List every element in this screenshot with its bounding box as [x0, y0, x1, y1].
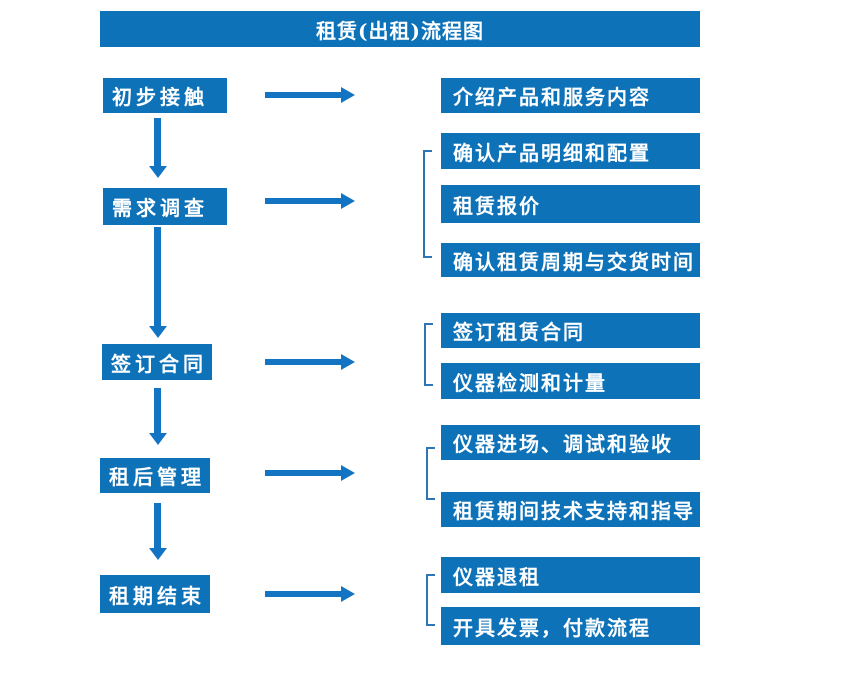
step-sign-contract: 签订合同	[102, 344, 212, 380]
arrow-right-5-icon	[265, 591, 341, 597]
arrow-down-2-icon	[154, 227, 161, 326]
step-post-rental-management: 租后管理	[100, 458, 210, 493]
arrow-right-1-icon	[265, 92, 341, 98]
bracket-group-sign-contract-icon	[424, 323, 433, 386]
step-initial-contact: 初步接触	[103, 78, 227, 113]
detail-sign-rental-contract: 签订租赁合同	[441, 313, 700, 348]
arrow-down-4-icon	[154, 503, 161, 548]
bracket-group-lease-end-icon	[426, 574, 435, 626]
flowchart-title-bar: 租赁(出租)流程图	[100, 11, 700, 47]
arrow-right-3-icon	[265, 359, 341, 365]
detail-introduce-product-services: 介绍产品和服务内容	[441, 78, 700, 113]
arrow-down-1-icon	[154, 118, 161, 166]
arrow-down-3-icon	[154, 388, 161, 433]
detail-instrument-return: 仪器退租	[441, 557, 700, 593]
step-lease-end: 租期结束	[100, 575, 210, 613]
detail-instrument-testing-metrology: 仪器检测和计量	[441, 363, 700, 399]
detail-confirm-product-details-config: 确认产品明细和配置	[441, 133, 700, 169]
bracket-group-post-rental-icon	[426, 447, 435, 500]
detail-rental-technical-support: 租赁期间技术支持和指导	[441, 492, 700, 527]
arrow-right-2-icon	[265, 198, 341, 204]
detail-confirm-rental-period-delivery: 确认租赁周期与交货时间	[441, 243, 700, 277]
arrow-right-4-icon	[265, 470, 341, 476]
detail-rental-quotation: 租赁报价	[441, 185, 700, 223]
flowchart-title: 租赁(出租)流程图	[316, 18, 484, 43]
bracket-group-demand-survey-icon	[423, 150, 432, 258]
detail-invoice-payment-process: 开具发票，付款流程	[441, 607, 700, 645]
step-demand-survey: 需求调查	[103, 188, 227, 225]
detail-instrument-entry-debug-acceptance: 仪器进场、调试和验收	[441, 425, 700, 460]
